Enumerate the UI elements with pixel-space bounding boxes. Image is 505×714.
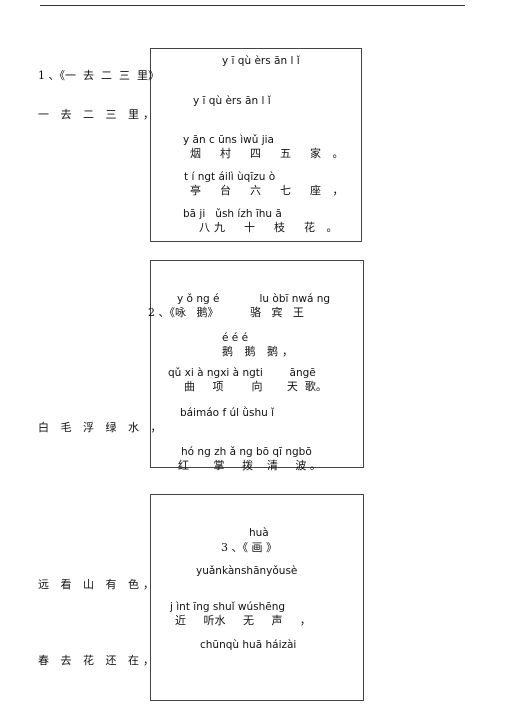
poem3-box [150, 494, 364, 701]
poem3-number-title: 3 、《 画 》 [221, 541, 277, 554]
poem2-line3-pinyin: báimáo f úl ǜshu ǐ [180, 407, 275, 419]
poem1-line2-pinyin: y ān c ūns ìwǔ jia [183, 134, 274, 146]
poem2-number-title: 2 、《咏 鹅》 骆 宾 王 [148, 306, 304, 319]
top-rule [40, 5, 465, 6]
poem1-line1-pinyin: y ī qù èrs ān l ǐ [193, 95, 271, 107]
poem3-line3-pinyin: chūnqù huā háizài [200, 639, 297, 651]
poem3-line3-left: 春 去 花 还 在， [38, 654, 158, 667]
poem1-line4-pinyin: bā ji ǔsh ízh īhu ā [183, 208, 282, 220]
poem1-number-title: 1 、《一 去 二 三 里》 [38, 69, 159, 82]
poem1-title-pinyin: y ī qù èrs ān l ǐ [222, 55, 300, 67]
poem1-line2-hanzi: 烟 村 四 五 家 。 [190, 147, 348, 160]
poem3-title-pinyin: huà [249, 527, 269, 539]
poem3-line2-hanzi: 近 听水 无 声 ， [175, 614, 311, 627]
poem2-box [150, 260, 364, 468]
poem1-box [150, 48, 362, 242]
poem2-title-pinyin: y ǒ ng é lu òbī nwá ng [177, 293, 331, 305]
poem3-line2-pinyin: j ìnt īng shuǐ wúshēng [170, 601, 286, 613]
poem1-line1-left: 一 去 二 三 里， [38, 108, 158, 121]
poem3-line1-left: 远 看 山 有 色， [38, 578, 158, 591]
poem1-line3-pinyin: t í ngt áilì ùqīzu ò [184, 171, 276, 183]
poem3-line1-pinyin: yuǎnkànshānyǒusè [196, 565, 298, 577]
poem2-line3-left: 白 毛 浮 绿 水 ， [38, 421, 166, 434]
poem2-line4-hanzi: 红 掌 拨 清 波 。 [178, 459, 321, 472]
poem2-line1-hanzi: 鹅 鹅 鹅， [222, 345, 297, 358]
poem2-line2-pinyin: qǔ xi à ngxi à ngti āngē [168, 367, 316, 379]
poem1-line4-hanzi: 八九 十 枝 花 。 [199, 221, 342, 234]
poem2-line4-pinyin: hó ng zh ǎ ng bō qī ngbō [181, 446, 312, 458]
poem1-line3-hanzi: 亭 台 六 七 座 ， [190, 184, 348, 197]
poem2-line1-pinyin: é é é [222, 332, 249, 344]
poem2-line2-hanzi: 曲 项 向 天 歌。 [184, 380, 327, 393]
